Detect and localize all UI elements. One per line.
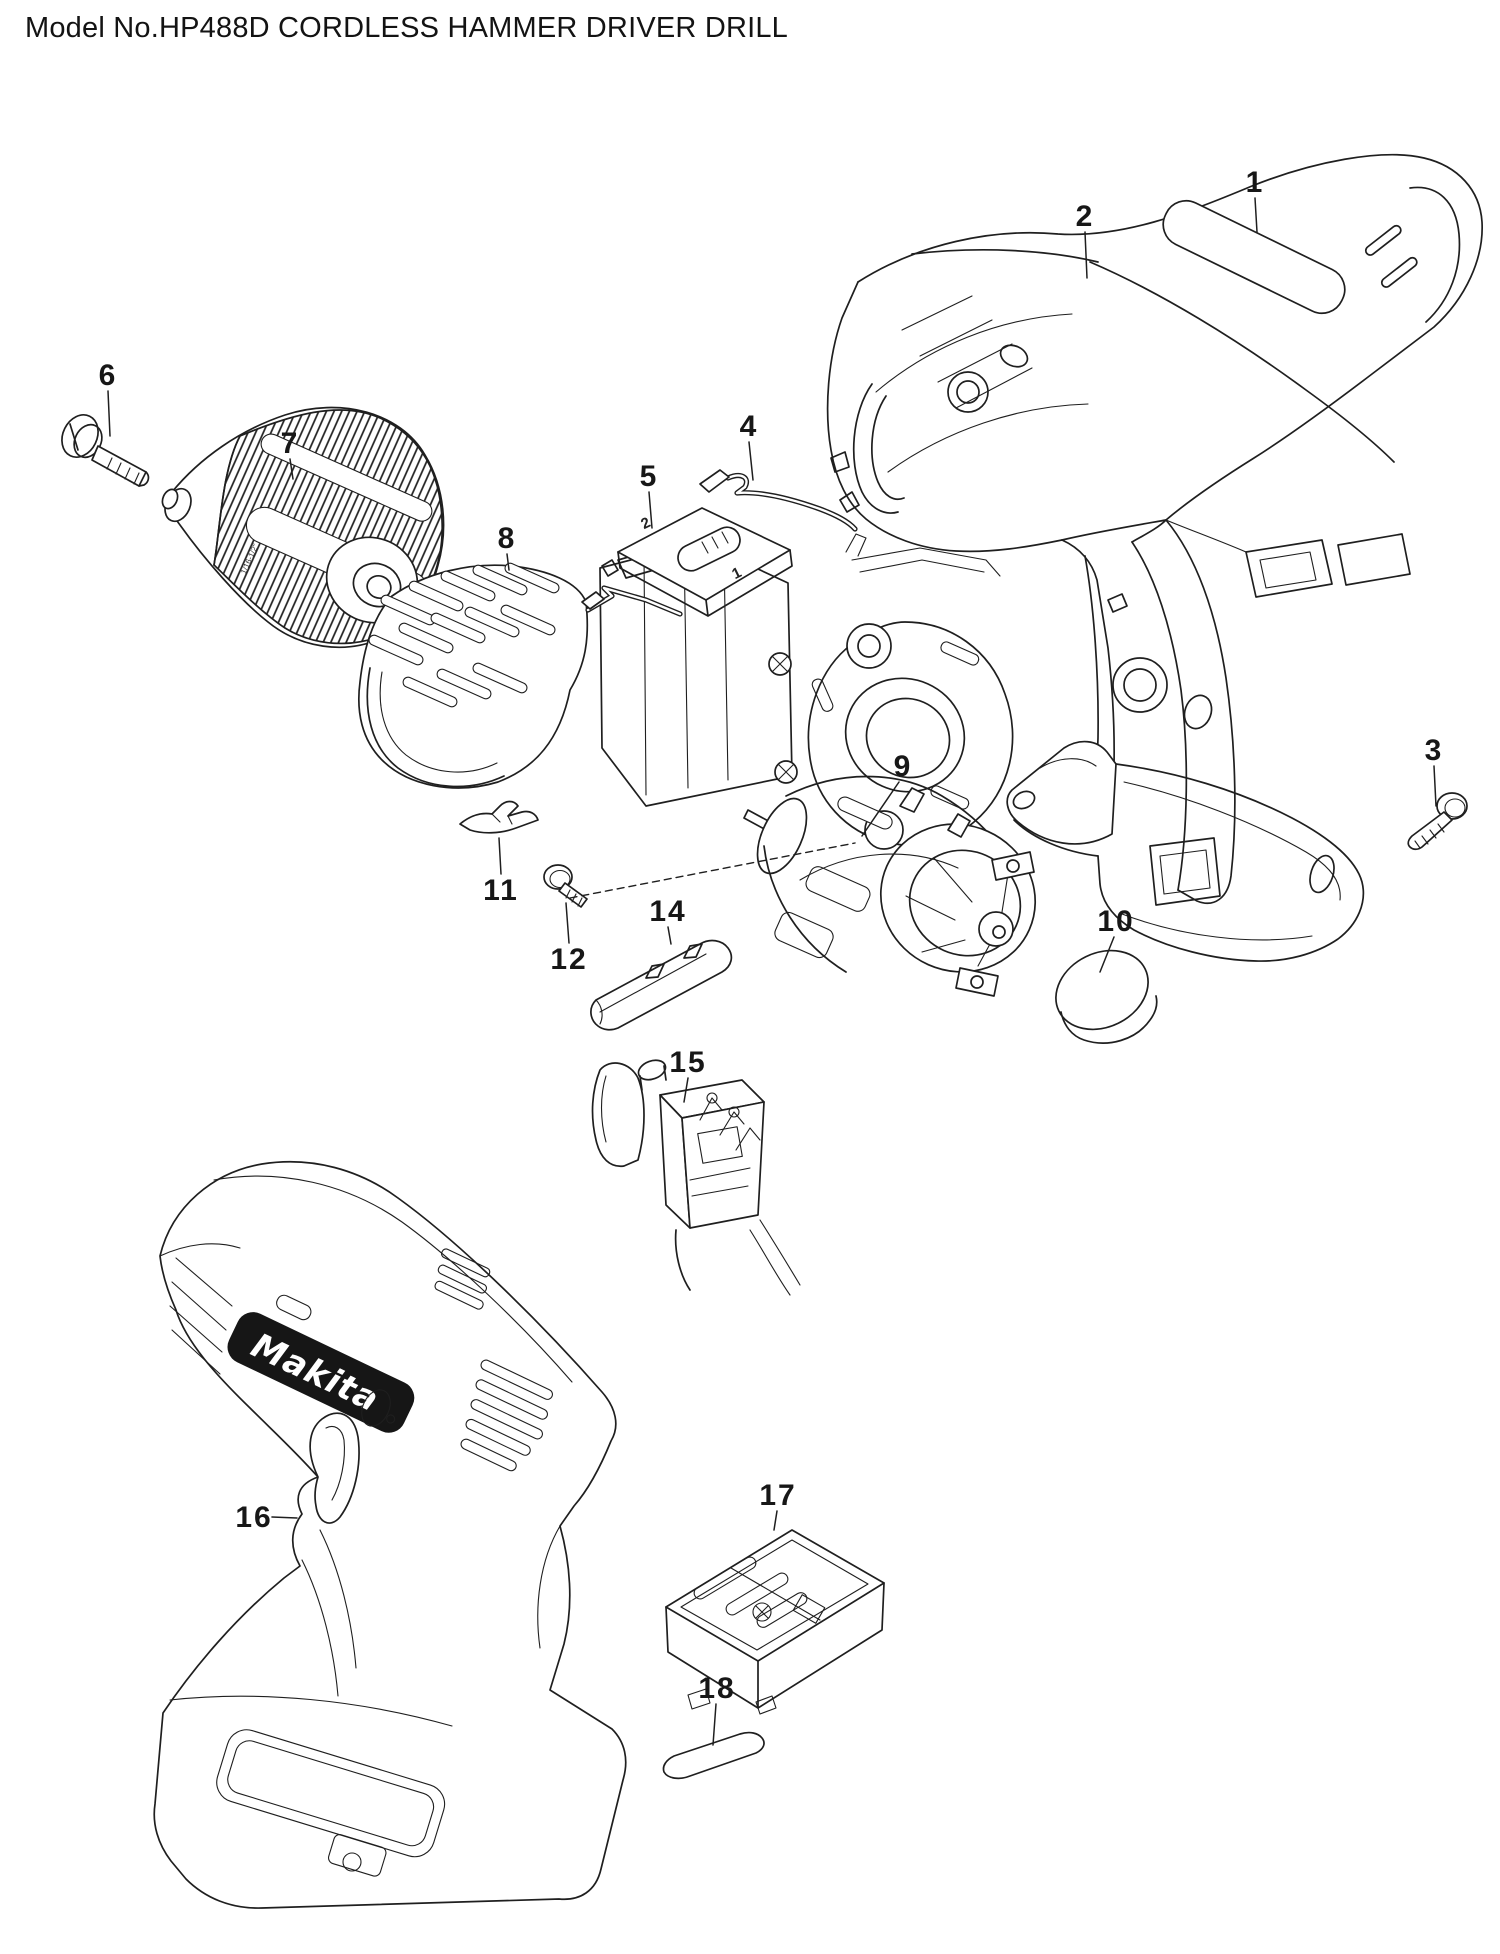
callout-2: 2 <box>1076 200 1095 279</box>
svg-text:15: 15 <box>669 1046 706 1079</box>
part-15-trigger-switch <box>591 1059 801 1296</box>
svg-text:12: 12 <box>550 943 587 976</box>
callout-11: 11 <box>483 837 519 907</box>
part-16-housing-half-left: Makita <box>153 1160 627 1909</box>
callout-1: 1 <box>1246 166 1265 233</box>
callout-5: 5 <box>640 460 659 529</box>
svg-text:2: 2 <box>1076 200 1095 233</box>
part-18-label <box>662 1731 765 1780</box>
svg-text:16: 16 <box>235 1501 272 1534</box>
svg-text:4: 4 <box>740 410 759 443</box>
part-12-screw <box>543 864 588 908</box>
callout-14: 14 <box>649 895 686 945</box>
svg-text:6: 6 <box>99 359 118 392</box>
part-14-cover-bar <box>590 939 733 1031</box>
part-2-housing-half-right <box>826 153 1483 962</box>
gear-assembly <box>599 533 1014 850</box>
part-4-shift-wire <box>699 469 858 532</box>
svg-text:10: 10 <box>1097 905 1134 938</box>
callout-18: 18 <box>698 1672 735 1746</box>
callout-16: 16 <box>235 1501 298 1534</box>
svg-text:17: 17 <box>759 1479 796 1512</box>
callout-6: 6 <box>99 359 118 437</box>
callout-3: 3 <box>1425 734 1444 807</box>
callout-4: 4 <box>740 410 759 481</box>
callout-12: 12 <box>550 902 587 976</box>
part-11-spring-clip <box>459 800 539 834</box>
callouts: 1 2 3 4 5 6 7 <box>99 166 1444 1746</box>
part-5-speed-change-lever: 2 1 <box>581 507 793 617</box>
callout-17: 17 <box>759 1479 796 1531</box>
svg-text:9: 9 <box>894 750 913 783</box>
svg-text:11: 11 <box>483 874 519 907</box>
part-6-chuck-screw <box>61 414 150 487</box>
svg-text:8: 8 <box>498 522 517 555</box>
callout-8: 8 <box>498 522 517 571</box>
callout-9: 9 <box>861 750 913 837</box>
part-7-drill-chuck: 1/16-1/2" <box>161 406 445 649</box>
callout-7: 7 <box>281 427 300 480</box>
svg-text:3: 3 <box>1425 734 1444 767</box>
svg-text:5: 5 <box>640 460 659 493</box>
part-3-tapping-screw <box>1407 792 1468 851</box>
svg-text:1: 1 <box>1246 166 1265 199</box>
part-1-name-plate <box>1162 199 1346 315</box>
svg-text:14: 14 <box>649 895 686 928</box>
callout-15: 15 <box>669 1046 706 1103</box>
svg-text:7: 7 <box>281 427 300 460</box>
page-title: Model No.HP488D CORDLESS HAMMER DRIVER D… <box>25 12 789 44</box>
dashed-reference-line <box>569 842 856 899</box>
part-8-clutch-ring <box>357 562 589 789</box>
part-10-cap <box>1055 949 1158 1044</box>
svg-text:18: 18 <box>698 1672 735 1705</box>
part-17-terminal-tray <box>665 1529 885 1715</box>
callout-10: 10 <box>1097 905 1134 973</box>
